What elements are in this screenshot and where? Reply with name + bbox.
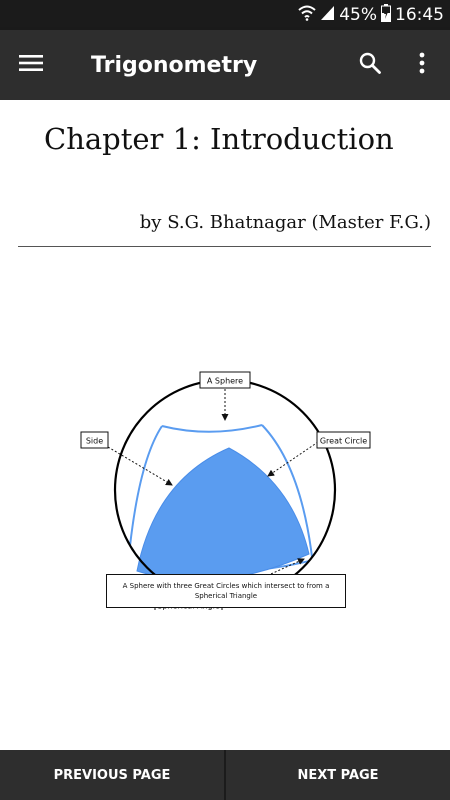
status-bar: 45% 16:45 [0, 0, 450, 30]
spherical-triangle-figure: A Sphere Side Great Circle Spherical Ang… [80, 371, 371, 610]
page-content: Chapter 1: Introduction by S.G. Bhatnaga… [0, 100, 450, 750]
search-button[interactable] [348, 30, 392, 100]
overflow-menu-button[interactable] [402, 30, 442, 100]
nav-divider [224, 750, 226, 800]
caption-line-2: Spherical Triangle [194, 592, 258, 600]
chapter-title: Chapter 1: Introduction [44, 122, 394, 156]
label-great-circle: Great Circle [320, 437, 367, 446]
menu-button[interactable] [8, 30, 54, 100]
menu-icon [19, 54, 43, 77]
wifi-icon [298, 5, 316, 26]
figure-caption: A Sphere with three Great Circles which … [106, 574, 346, 608]
divider [18, 246, 431, 247]
spherical-triangle [136, 447, 310, 581]
overflow-menu-icon [419, 52, 425, 79]
author-byline: by S.G. Bhatnagar (Master F.G.) [139, 212, 431, 233]
battery-percent: 45% [339, 5, 377, 25]
caption-line-1: A Sphere with three Great Circles which … [122, 582, 330, 590]
status-indicators: 45% 16:45 [298, 0, 444, 30]
signal-icon [320, 5, 335, 26]
app-title: Trigonometry [91, 53, 258, 78]
search-icon [359, 52, 381, 79]
previous-page-button[interactable]: PREVIOUS PAGE [53, 767, 171, 783]
app-bar: Trigonometry [0, 30, 450, 100]
next-page-button[interactable]: NEXT PAGE [297, 767, 379, 783]
bottom-nav: PREVIOUS PAGE NEXT PAGE [0, 750, 450, 800]
battery-icon [381, 3, 391, 27]
clock: 16:45 [395, 5, 444, 25]
label-a-sphere: A Sphere [207, 377, 243, 386]
label-side: Side [86, 437, 103, 446]
